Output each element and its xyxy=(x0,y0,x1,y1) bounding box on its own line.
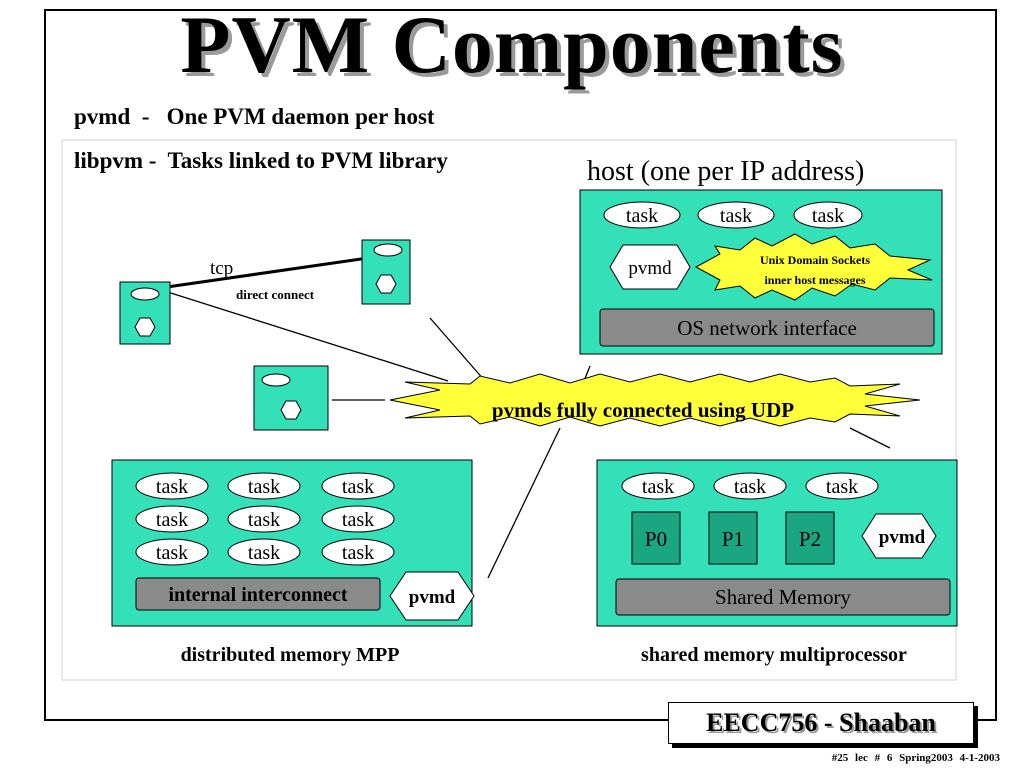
host-task-3: task xyxy=(812,205,844,227)
udp-label: pvmds fully connected using UDP xyxy=(492,398,794,422)
mpp-task-1: task xyxy=(156,476,188,498)
pvm-diagram: tcp direct connect host (one per IP addr… xyxy=(61,139,958,681)
smp-panel: task task task P0 P1 P2 pvmd Shared Memo… xyxy=(596,459,958,666)
mpp-pvmd: pvmd xyxy=(409,587,456,608)
mpp-task-5: task xyxy=(248,509,280,531)
os-network-interface: OS network interface xyxy=(677,316,857,340)
shared-memory: Shared Memory xyxy=(715,585,851,609)
mpp-task-4: task xyxy=(156,509,188,531)
smp-task-2: task xyxy=(734,476,766,498)
smp-task-3: task xyxy=(826,476,858,498)
tcp-link xyxy=(159,254,383,290)
footer-brand: EECC756 - Shaaban xyxy=(706,708,936,737)
slide-title: PVM Components xyxy=(180,0,844,90)
slide-frame xyxy=(44,9,997,721)
diagram-frame xyxy=(61,139,957,681)
smp-caption: shared memory multiprocessor xyxy=(641,644,907,666)
host-caption: host (one per IP address) xyxy=(587,156,864,187)
internal-interconnect: internal interconnect xyxy=(168,584,347,606)
mpp-caption: distributed memory MPP xyxy=(181,644,400,666)
footer-info: #25 lec # 6 Spring2003 4-1-2003 xyxy=(831,752,1000,764)
tcp-label: tcp xyxy=(210,258,233,279)
smp-pvmd: pvmd xyxy=(879,527,926,548)
small-host-c xyxy=(253,365,329,431)
mpp-task-2: task xyxy=(248,476,280,498)
processor-p2: P2 xyxy=(799,527,821,551)
unix-sockets-burst xyxy=(694,233,933,301)
processor-p0: P0 xyxy=(645,527,667,551)
small-host-a xyxy=(119,281,171,345)
mpp-task-7: task xyxy=(156,542,188,564)
unix-sockets-label-2: inner host messages xyxy=(764,273,865,287)
mpp-task-8: task xyxy=(248,542,280,564)
unix-sockets-label-1: Unix Domain Sockets xyxy=(760,253,870,267)
mpp-task-9: task xyxy=(342,542,374,564)
udp-burst: pvmds fully connected using UDP xyxy=(389,373,921,427)
connector-lines xyxy=(154,287,891,579)
host-task-2: task xyxy=(720,205,752,227)
bullet-pvmd: pvmd - One PVM daemon per host xyxy=(74,104,435,129)
processor-p1: P1 xyxy=(722,527,744,551)
direct-connect-label: direct connect xyxy=(236,287,315,302)
host-task-1: task xyxy=(626,205,658,227)
footer-brand-box: EECC756 - Shaaban xyxy=(668,702,974,744)
mpp-panel: task task task task task task task task … xyxy=(111,459,475,666)
host-pvmd: pvmd xyxy=(628,258,672,279)
mpp-task-6: task xyxy=(342,509,374,531)
small-host-b xyxy=(361,239,411,305)
mpp-task-3: task xyxy=(342,476,374,498)
host-panel: host (one per IP address) task task task… xyxy=(579,156,943,355)
smp-task-1: task xyxy=(642,476,674,498)
bullet-libpvm: libpvm - Tasks linked to PVM library xyxy=(74,148,448,173)
